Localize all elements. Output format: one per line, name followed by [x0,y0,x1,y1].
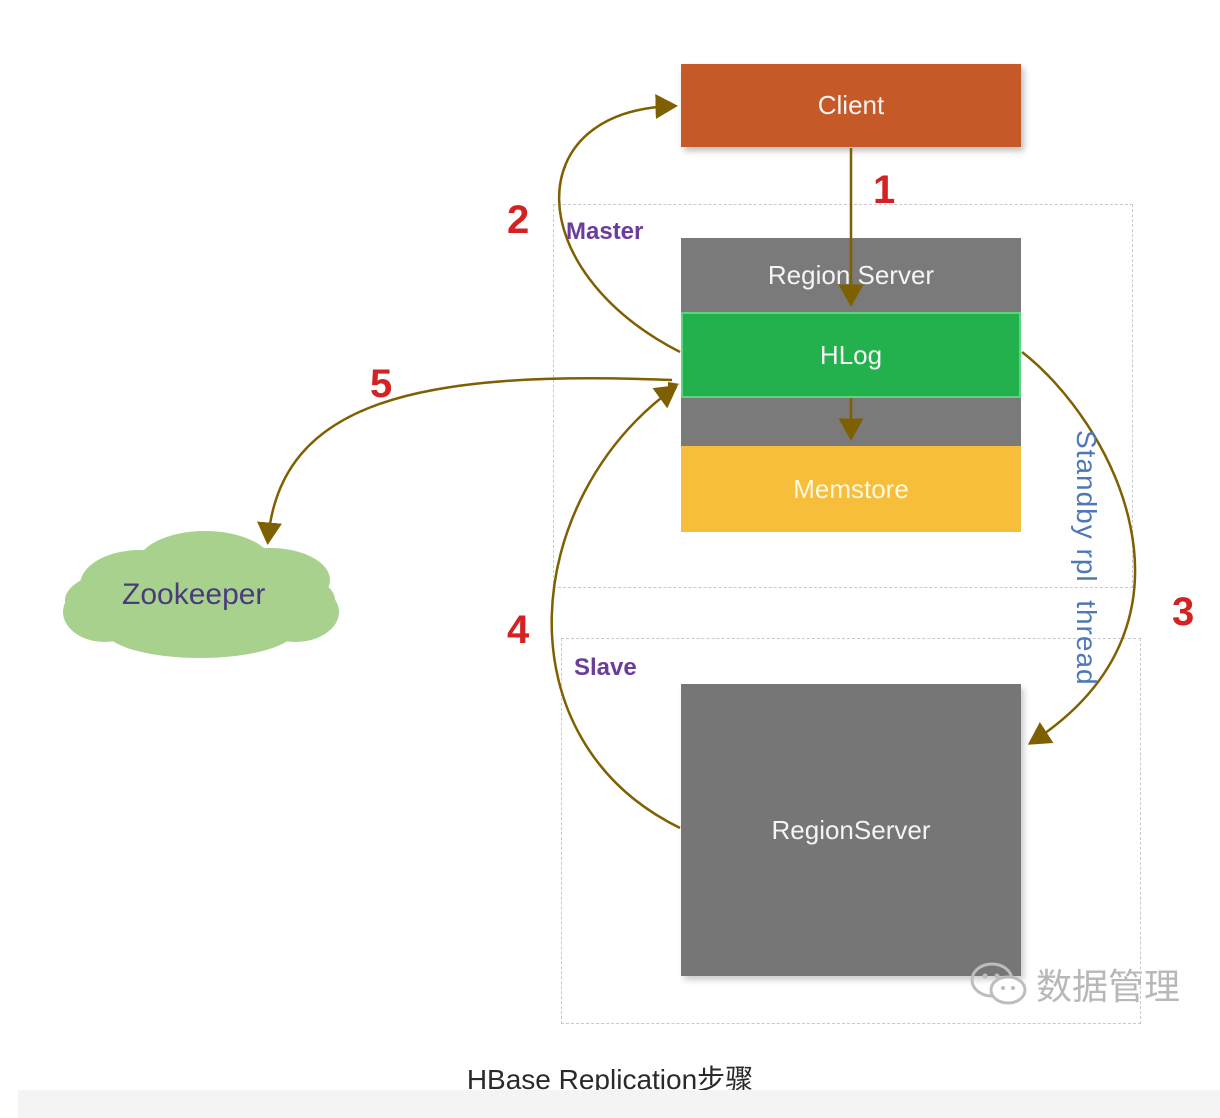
memstore-block: Memstore [681,446,1021,532]
watermark-text: 数据管理 [1036,967,1181,1008]
hlog-block: HLog [681,312,1021,398]
zookeeper-cloud-icon [63,531,339,658]
arrow-step-5-head-hlog [668,382,680,388]
arrow-step-5 [257,377,673,545]
slave-region-server-block: RegionServer [681,684,1021,976]
standby-rpl-thread-label: Standby rpl thread [1071,430,1102,686]
footer-band [18,1090,1220,1118]
step-number-2: 2 [507,198,530,242]
client-block: Client [681,64,1021,147]
arrow-step-4 [550,385,681,830]
watermark: 数据管理 [970,958,1180,1010]
step-number-5: 5 [370,362,393,406]
arrow-step-2 [557,93,681,354]
slave-group-label: Slave [574,654,637,681]
zookeeper-label: Zookeeper [122,578,266,611]
step-number-4: 4 [507,608,530,652]
master-group-box [553,204,1133,588]
step-number-1: 1 [873,168,896,212]
slave-group-box [561,638,1141,1024]
arrow-step-3 [1021,351,1137,745]
wechat-icon [970,962,1027,1005]
step-number-3: 3 [1172,590,1195,634]
figure-caption: HBase Replication步骤 [466,1064,754,1095]
master-group-label: Master [566,218,644,245]
